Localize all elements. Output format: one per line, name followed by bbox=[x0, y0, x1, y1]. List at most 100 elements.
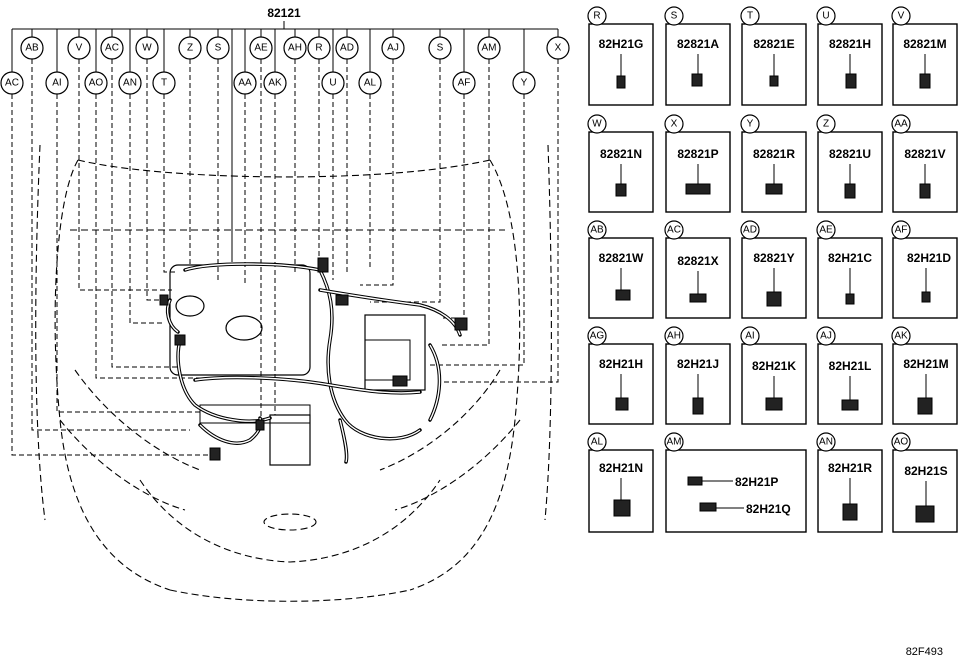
grid-cell-w[interactable]: W 82821N bbox=[587, 114, 654, 213]
bubble-am-top[interactable]: AM bbox=[477, 36, 501, 60]
svg-text:V: V bbox=[76, 43, 83, 54]
svg-text:AA: AA bbox=[894, 119, 908, 130]
grid-cell-aj[interactable]: AJ 82H21L bbox=[816, 326, 883, 425]
grid-cell-v[interactable]: V 82821M bbox=[891, 6, 958, 106]
svg-text:82H21K: 82H21K bbox=[752, 359, 796, 373]
svg-text:82H21P: 82H21P bbox=[735, 475, 778, 489]
grid-cell-aa[interactable]: AA 82821V bbox=[891, 114, 958, 213]
bubble-t-second[interactable]: T bbox=[152, 71, 176, 95]
grid-cell-ac[interactable]: AC 82821X bbox=[664, 220, 731, 319]
grid-cell-ah[interactable]: AH 82H21J bbox=[664, 326, 731, 425]
grid-cell-ae[interactable]: AE 82H21C bbox=[816, 220, 883, 319]
grid-cell-x[interactable]: X 82821P bbox=[664, 114, 731, 213]
svg-text:U: U bbox=[822, 11, 829, 22]
grid-cell-u[interactable]: U 82821H bbox=[816, 6, 883, 106]
bubble-al-second[interactable]: AL bbox=[358, 71, 382, 95]
svg-text:82821A: 82821A bbox=[677, 37, 719, 51]
diagram-code: 82F493 bbox=[906, 646, 943, 658]
svg-text:T: T bbox=[747, 11, 753, 22]
grid-cell-s[interactable]: S 82821A bbox=[664, 6, 731, 106]
svg-text:Z: Z bbox=[823, 119, 829, 130]
svg-text:AF: AF bbox=[895, 225, 908, 236]
bubble-s-top-right[interactable]: S bbox=[428, 36, 452, 60]
bubble-v-top[interactable]: V bbox=[67, 36, 91, 60]
svg-text:82H21J: 82H21J bbox=[677, 357, 719, 371]
bubble-x-top[interactable]: X bbox=[546, 36, 570, 60]
svg-text:82H21M: 82H21M bbox=[903, 357, 948, 371]
svg-text:82821E: 82821E bbox=[753, 37, 794, 51]
bubble-af-second[interactable]: AF bbox=[452, 71, 476, 95]
svg-text:82821M: 82821M bbox=[903, 37, 946, 51]
bubble-ad-top[interactable]: AD bbox=[335, 36, 359, 60]
svg-text:AI: AI bbox=[745, 331, 754, 342]
bubble-s-top-left[interactable]: S bbox=[206, 36, 230, 60]
grid-cell-ab[interactable]: AB 82821W bbox=[587, 220, 654, 319]
svg-text:82821H: 82821H bbox=[829, 37, 871, 51]
svg-text:AD: AD bbox=[743, 225, 757, 236]
svg-text:82H21N: 82H21N bbox=[599, 461, 643, 475]
svg-text:AJ: AJ bbox=[387, 43, 399, 54]
svg-text:S: S bbox=[437, 43, 444, 54]
bubble-ao-second[interactable]: AO bbox=[84, 71, 108, 95]
bubble-ae-top[interactable]: AE bbox=[249, 36, 273, 60]
svg-text:82821V: 82821V bbox=[904, 147, 945, 161]
bubble-r-top[interactable]: R bbox=[307, 36, 331, 60]
svg-text:Z: Z bbox=[187, 43, 193, 54]
svg-text:X: X bbox=[671, 119, 678, 130]
svg-text:AB: AB bbox=[25, 43, 39, 54]
top-bracket bbox=[12, 21, 558, 30]
svg-text:AJ: AJ bbox=[820, 331, 832, 342]
bubble-u-second[interactable]: U bbox=[321, 71, 345, 95]
grid-cell-ad[interactable]: AD 82821Y bbox=[740, 220, 807, 319]
bubble-an-second[interactable]: AN bbox=[118, 71, 142, 95]
svg-text:AM: AM bbox=[667, 437, 682, 448]
svg-text:Y: Y bbox=[521, 78, 528, 89]
svg-text:82821X: 82821X bbox=[677, 254, 718, 268]
grid-cell-al[interactable]: AL 82H21N bbox=[587, 432, 654, 533]
grid-cell-t[interactable]: T 82821E bbox=[740, 6, 807, 106]
grid-cell-ak[interactable]: AK 82H21M bbox=[891, 326, 958, 425]
svg-text:W: W bbox=[592, 119, 602, 130]
svg-text:AC: AC bbox=[5, 78, 19, 89]
bay-connectors bbox=[159, 257, 468, 461]
svg-text:AK: AK bbox=[268, 78, 282, 89]
grid-cell-af[interactable]: AF 82H21D bbox=[891, 220, 958, 319]
bubble-ab-top[interactable]: AB bbox=[20, 36, 44, 60]
bubble-aa-second[interactable]: AA bbox=[233, 71, 257, 95]
svg-text:AI: AI bbox=[52, 78, 61, 89]
bubble-ac-top[interactable]: AC bbox=[100, 36, 124, 60]
svg-text:AE: AE bbox=[819, 225, 833, 236]
bubble-ak-second[interactable]: AK bbox=[263, 71, 287, 95]
svg-text:AD: AD bbox=[340, 43, 354, 54]
bubble-ac-second[interactable]: AC bbox=[0, 71, 24, 95]
grid-cell-ai[interactable]: AI 82H21K bbox=[740, 326, 807, 425]
svg-text:82H21D: 82H21D bbox=[907, 251, 951, 265]
grid-cell-r[interactable]: R 82H21G bbox=[587, 6, 654, 106]
svg-text:82821R: 82821R bbox=[753, 147, 795, 161]
bubble-y-second[interactable]: Y bbox=[512, 71, 536, 95]
bubble-ai-second[interactable]: AI bbox=[45, 71, 69, 95]
grid-cell-z[interactable]: Z 82821U bbox=[816, 114, 883, 213]
svg-text:82821U: 82821U bbox=[829, 147, 871, 161]
svg-text:AO: AO bbox=[89, 78, 104, 89]
parts-grid: R 82H21G S 82821A T 82821E U 82821H bbox=[587, 6, 958, 533]
bubble-w-top[interactable]: W bbox=[135, 36, 159, 60]
grid-cell-ao[interactable]: AO 82H21S bbox=[891, 432, 958, 533]
svg-text:Y: Y bbox=[747, 119, 754, 130]
bubble-z-top[interactable]: Z bbox=[178, 36, 202, 60]
grid-cell-ag[interactable]: AG 82H21H bbox=[587, 326, 654, 425]
svg-text:AL: AL bbox=[364, 78, 377, 89]
grid-cell-an[interactable]: AN 82H21R bbox=[816, 432, 883, 533]
svg-text:82H21C: 82H21C bbox=[828, 251, 872, 265]
grid-cell-y[interactable]: Y 82821R bbox=[740, 114, 807, 213]
bubble-aj-top[interactable]: AJ bbox=[381, 36, 405, 60]
svg-text:82H21Q: 82H21Q bbox=[746, 502, 791, 516]
svg-text:AE: AE bbox=[254, 43, 268, 54]
grid-cell-am[interactable]: AM 82H21P 82H21Q bbox=[664, 432, 807, 533]
main-part-number[interactable]: 82121 bbox=[267, 6, 301, 20]
svg-text:AF: AF bbox=[458, 78, 471, 89]
svg-text:V: V bbox=[898, 11, 905, 22]
bubble-ah-top[interactable]: AH bbox=[283, 36, 307, 60]
svg-text:AC: AC bbox=[105, 43, 119, 54]
